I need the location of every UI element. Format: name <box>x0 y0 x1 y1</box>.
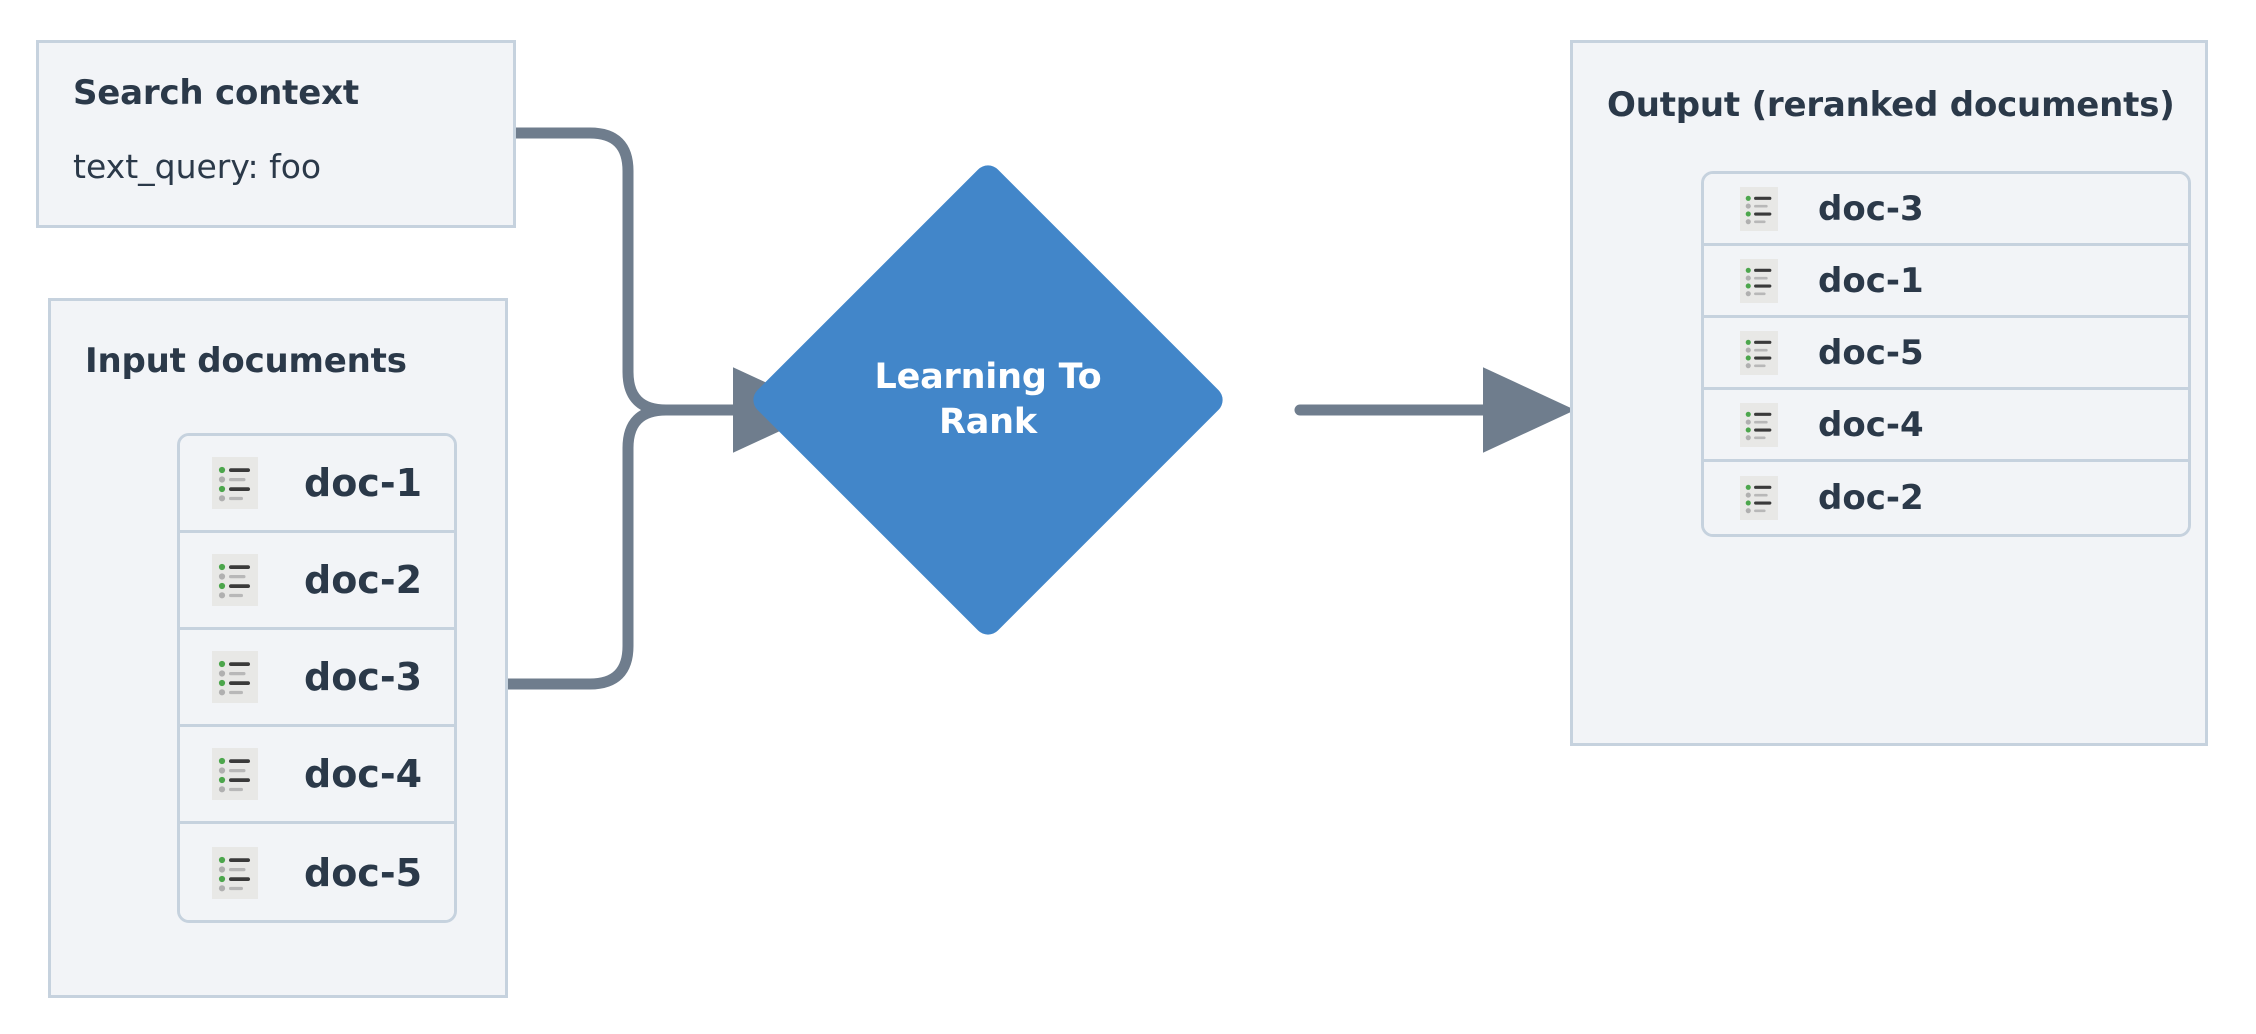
input-document-list: doc-1 doc-2 <box>177 433 457 923</box>
list-item-label: doc-1 <box>1818 260 1924 301</box>
learning-to-rank-node[interactable]: Learning To Rank <box>747 159 1229 641</box>
list-item[interactable]: doc-1 <box>180 436 454 533</box>
document-list-icon <box>1740 186 1778 231</box>
document-list-icon <box>212 554 258 606</box>
list-item-label: doc-3 <box>304 655 423 699</box>
search-context-query-line: text_query: foo <box>73 147 322 186</box>
list-item-label: doc-2 <box>1818 478 1924 518</box>
document-list-icon <box>1740 330 1778 375</box>
list-item[interactable]: doc-2 <box>1704 462 2188 534</box>
list-item[interactable]: doc-5 <box>180 824 454 920</box>
input-documents-panel: Input documents doc-1 <box>48 298 508 998</box>
list-item[interactable]: doc-4 <box>1704 390 2188 462</box>
connector-search-context-to-ltr <box>510 127 672 416</box>
document-list-icon <box>212 846 258 899</box>
list-item-label: doc-5 <box>1818 332 1924 373</box>
learning-to-rank-label: Learning To Rank <box>874 357 1102 442</box>
search-context-panel: Search context text_query: foo <box>36 40 516 228</box>
document-list-icon <box>212 748 258 800</box>
connector-input-documents-to-ltr <box>502 404 672 690</box>
list-item-label: doc-1 <box>304 461 423 505</box>
document-list-icon <box>1740 476 1778 520</box>
list-item[interactable]: doc-1 <box>1704 246 2188 318</box>
list-item-label: doc-4 <box>304 752 423 796</box>
document-list-icon <box>1740 402 1778 447</box>
list-item[interactable]: doc-3 <box>180 630 454 727</box>
output-panel: Output (reranked documents) doc-3 <box>1570 40 2208 746</box>
output-document-list: doc-3 doc-1 <box>1701 171 2191 537</box>
document-list-icon <box>212 651 258 703</box>
search-context-title: Search context <box>73 73 359 113</box>
list-item[interactable]: doc-3 <box>1704 174 2188 246</box>
list-item[interactable]: doc-2 <box>180 533 454 630</box>
list-item-label: doc-5 <box>304 850 423 895</box>
input-documents-title: Input documents <box>85 341 407 381</box>
output-panel-title: Output (reranked documents) <box>1607 85 2175 125</box>
document-list-icon <box>1740 258 1778 303</box>
list-item-label: doc-2 <box>304 558 423 602</box>
list-item[interactable]: doc-4 <box>180 727 454 824</box>
list-item-label: doc-3 <box>1818 188 1924 229</box>
list-item[interactable]: doc-5 <box>1704 318 2188 390</box>
document-list-icon <box>212 457 258 509</box>
list-item-label: doc-4 <box>1818 404 1924 445</box>
